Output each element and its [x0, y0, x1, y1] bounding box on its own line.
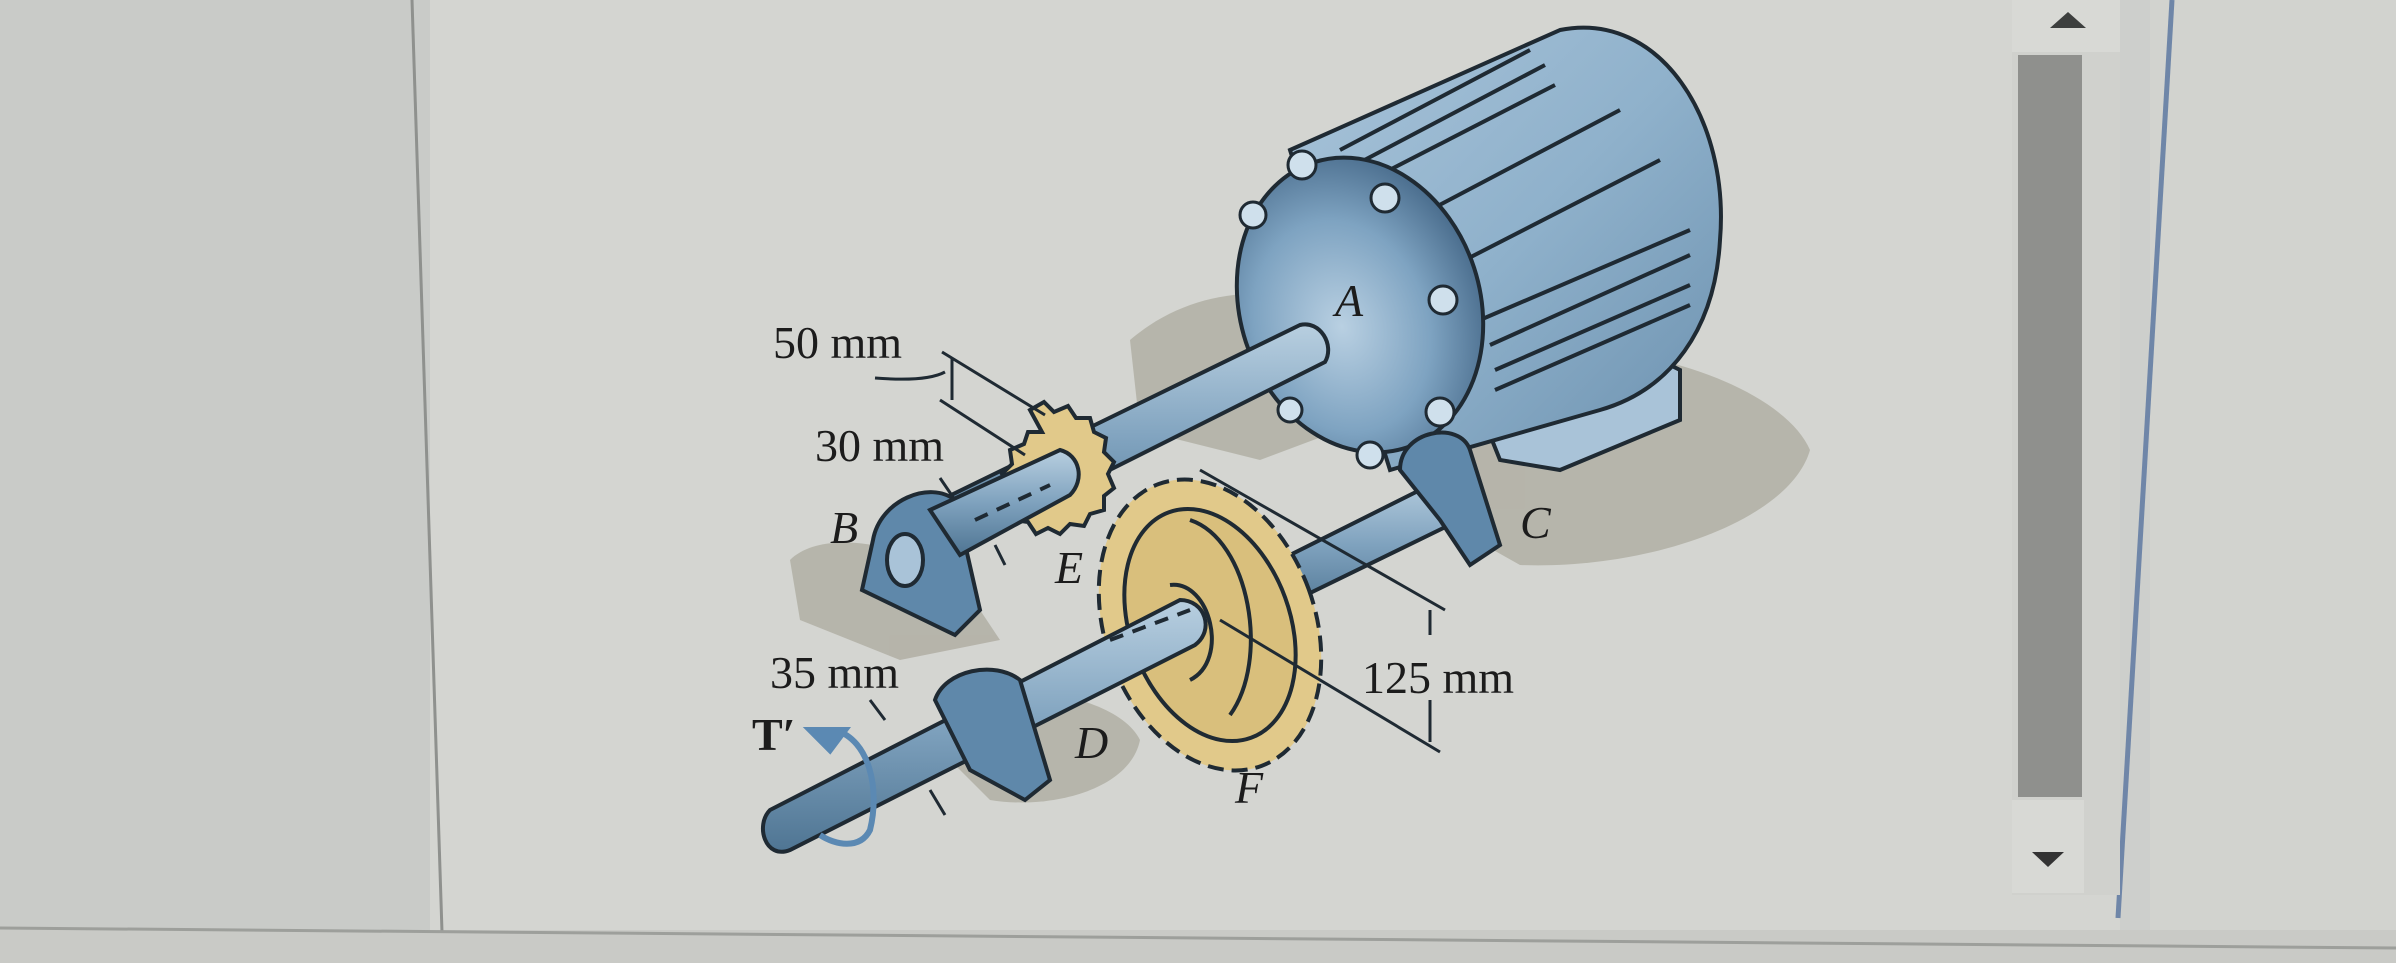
point-label-C: C — [1520, 497, 1551, 548]
point-label-F: F — [1235, 762, 1264, 813]
gear-F — [1096, 477, 1324, 773]
point-label-E: E — [1055, 542, 1084, 593]
point-label-D: D — [1075, 717, 1109, 768]
motor — [1234, 25, 1723, 473]
dimension-lines — [868, 350, 1446, 816]
dimension-label-35mm: 35 mm — [770, 647, 900, 698]
left-panel — [0, 0, 430, 935]
point-label-A: A — [1335, 275, 1364, 326]
scroll-down-button[interactable] — [2012, 800, 2084, 893]
torque-label: T′ — [752, 709, 796, 760]
scroll-thumb[interactable] — [2018, 55, 2082, 797]
scroll-up-button[interactable] — [2012, 0, 2120, 52]
torque-arrow — [802, 727, 877, 847]
dimension-label-50mm: 50 mm — [773, 317, 903, 368]
vertical-scrollbar[interactable] — [2012, 0, 2120, 895]
bearing-D — [932, 667, 1053, 803]
point-label-B: B — [830, 502, 859, 553]
shaft-BE — [927, 447, 1081, 558]
dimension-label-30mm: 30 mm — [815, 420, 945, 471]
triangle-down-icon — [2032, 852, 2064, 867]
bearing-C — [1397, 430, 1503, 568]
content-panel — [430, 0, 2120, 930]
dimension-label-125mm: 125 mm — [1362, 652, 1515, 703]
triangle-up-icon — [2050, 12, 2086, 28]
right-margin — [2150, 0, 2396, 963]
